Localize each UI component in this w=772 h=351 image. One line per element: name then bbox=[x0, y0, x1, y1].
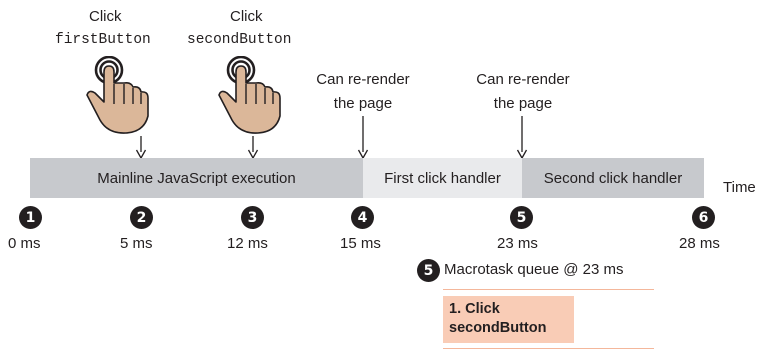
rerender-label-2: Can re-render the page bbox=[458, 68, 588, 116]
rerender-label-2-line2: the page bbox=[493, 95, 553, 112]
queue-bottom-line bbox=[443, 348, 654, 349]
segment-second-click-handler: Second click handler bbox=[522, 158, 704, 198]
click-1-action: Click bbox=[89, 8, 122, 25]
time-tick-5ms: 5 ms bbox=[120, 235, 153, 252]
rerender-label-2-line1: Can re-render bbox=[476, 71, 570, 88]
marker-2: 2 bbox=[130, 206, 153, 229]
arrow-down-icon bbox=[516, 116, 528, 160]
hand-pointer-icon bbox=[86, 56, 149, 134]
time-tick-28ms: 28 ms bbox=[679, 235, 720, 252]
marker-4: 4 bbox=[351, 206, 374, 229]
segment-mainline-execution: Mainline JavaScript execution bbox=[30, 158, 363, 198]
marker-6: 6 bbox=[692, 206, 715, 229]
arrow-down-icon bbox=[357, 116, 369, 160]
rerender-label-1-line2: the page bbox=[333, 95, 393, 112]
segment-first-click-handler: First click handler bbox=[363, 158, 522, 198]
rerender-label-1-line1: Can re-render bbox=[316, 71, 410, 88]
click-2-action: Click bbox=[230, 8, 263, 25]
time-axis-label: Time bbox=[723, 179, 756, 196]
marker-1: 1 bbox=[19, 206, 42, 229]
queue-item-1-line2: secondButton bbox=[449, 320, 547, 336]
arrow-down-icon bbox=[247, 136, 259, 160]
marker-3: 3 bbox=[241, 206, 264, 229]
rerender-label-1: Can re-render the page bbox=[298, 68, 428, 116]
time-tick-15ms: 15 ms bbox=[340, 235, 381, 252]
time-tick-12ms: 12 ms bbox=[227, 235, 268, 252]
click-1-target: firstButton bbox=[55, 32, 151, 48]
time-tick-0ms: 0 ms bbox=[8, 235, 41, 252]
time-tick-23ms: 23 ms bbox=[497, 235, 538, 252]
queue-marker-5: 5 bbox=[417, 259, 440, 282]
queue-item-1: 1. Click secondButton bbox=[443, 296, 574, 343]
hand-pointer-icon bbox=[218, 56, 281, 134]
marker-5: 5 bbox=[510, 206, 533, 229]
click-2-target: secondButton bbox=[187, 32, 292, 48]
arrow-down-icon bbox=[135, 136, 147, 160]
queue-top-line bbox=[443, 289, 654, 290]
macrotask-queue-title: Macrotask queue @ 23 ms bbox=[444, 261, 624, 278]
queue-item-1-line1: 1. Click bbox=[449, 301, 500, 317]
